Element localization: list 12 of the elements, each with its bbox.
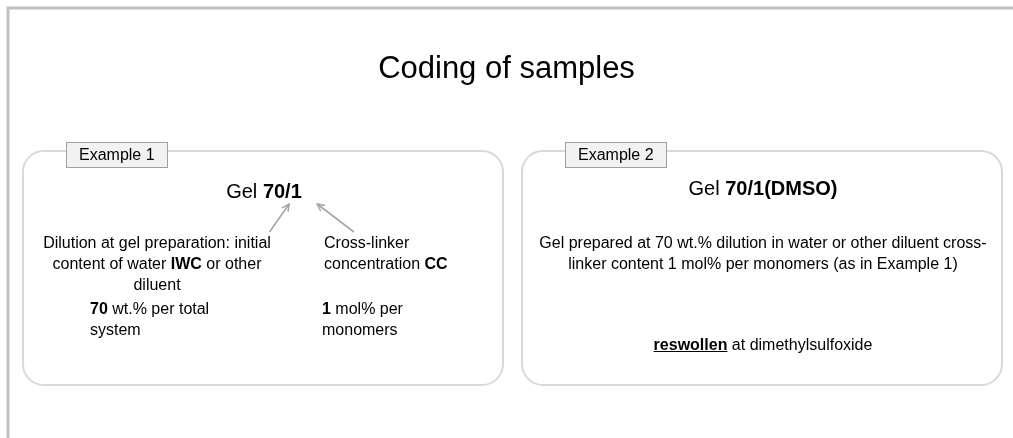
sample-code: Gel 70/1(DMSO): [687, 178, 839, 199]
tab-label: Example 1: [66, 142, 168, 168]
arrow: [268, 203, 290, 233]
description-text: reswollen at dimethylsulfoxide: [652, 335, 874, 355]
arrow: [316, 203, 355, 233]
diagram-title: Coding of samples: [377, 50, 636, 86]
value-text: 1 mol% per monomers: [322, 299, 404, 340]
annotation-text: Cross-linker concentration CC: [324, 232, 474, 274]
description-text: Gel prepared at 70 wt.% dilution in water or other diluent cross-linker content 1 mol% per monomers (as in Example 1): [538, 233, 988, 274]
tab-label: Example 2: [565, 142, 667, 168]
sample-code: Gel 70/1: [194, 178, 334, 204]
value-text: 70 wt.% per total system: [90, 299, 211, 340]
